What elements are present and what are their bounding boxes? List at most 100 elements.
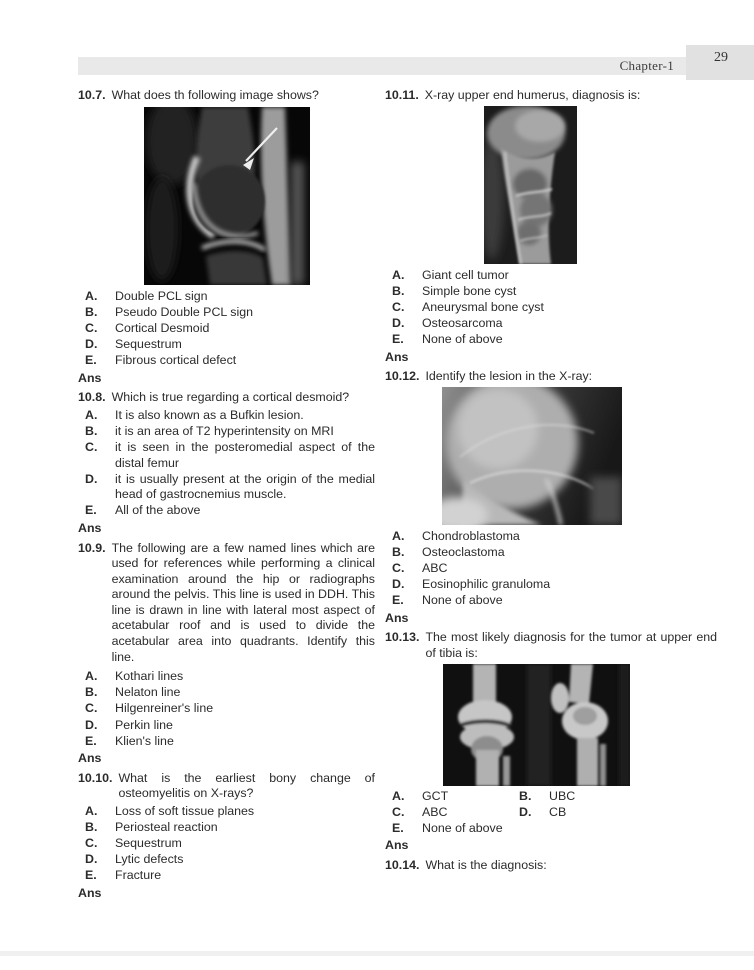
option-letter: B.: [85, 304, 98, 319]
option-letter: C.: [392, 560, 405, 575]
question-text: Which is true regarding a cortical desmo…: [111, 390, 350, 405]
option-row: A. Chondroblastoma: [385, 529, 717, 545]
option-row: C. Hilgenreiner's line: [78, 701, 375, 717]
question-text: The following are a few named lines whic…: [111, 540, 375, 664]
shoulder-xray-image: [442, 386, 622, 525]
option-row: A. Giant cell tumor: [385, 268, 717, 284]
option-text: None of above: [422, 331, 503, 346]
option-letter: B.: [85, 820, 98, 835]
option-grid: A. GCT B. UBC C. ABC D. CB: [385, 789, 717, 837]
option-text: Fibrous cortical defect: [115, 352, 237, 367]
option-row: B. Simple bone cyst: [385, 284, 717, 300]
option-text: Nelaton line: [115, 685, 181, 700]
option-text: Pseudo Double PCL sign: [115, 304, 253, 319]
question-text: Identify the lesion in the X-ray:: [425, 369, 593, 384]
option-letter: D.: [392, 315, 405, 330]
option-letter: C.: [85, 320, 98, 335]
option-row: C. it is seen in the posteromedial aspec…: [78, 440, 375, 471]
column-left: 10.7. What does th following image shows…: [78, 88, 375, 906]
option-text: ABC: [422, 560, 448, 575]
question-heading: 10.9. The following are a few named line…: [78, 541, 375, 666]
question-heading: 10.8. Which is true regarding a cortical…: [78, 390, 375, 406]
option-row: E. Klien's line: [78, 734, 375, 750]
option-letter: A.: [85, 804, 98, 818]
option-row: B. Periosteal reaction: [78, 820, 375, 836]
question-heading: 10.14. What is the diagnosis:: [385, 858, 717, 874]
question-heading: 10.11. X-ray upper end humerus, diagnosi…: [385, 88, 717, 104]
option-letter: E.: [85, 352, 97, 367]
question-number: 10.9.: [78, 540, 106, 555]
question-text: What does th following image shows?: [111, 88, 319, 102]
option-letter: D.: [85, 471, 98, 486]
question-text: What is the diagnosis:: [425, 857, 547, 872]
option-row: E. Fracture: [78, 868, 375, 884]
option-text: Hilgenreiner's line: [115, 701, 214, 716]
option-text: Chondroblastoma: [422, 528, 520, 543]
question-number: 10.14.: [385, 857, 420, 872]
question-number: 10.12.: [385, 369, 420, 384]
question-10-11: 10.11. X-ray upper end humerus, diagnosi…: [385, 88, 717, 365]
ans-label: Ans: [78, 370, 102, 385]
question-text: The most likely diagnosis for the tumor …: [425, 630, 717, 660]
option-text: Sequestrum: [115, 336, 182, 351]
option-letter: C.: [85, 836, 98, 851]
question-number: 10.11.: [385, 88, 419, 102]
ans-label: Ans: [78, 885, 102, 900]
ans-label: Ans: [385, 610, 409, 625]
option-row: D. it is usually present at the origin o…: [78, 472, 375, 503]
option-letter: C.: [392, 804, 405, 819]
option-text: Perkin line: [115, 717, 173, 732]
option-text: UBC: [549, 788, 576, 803]
option-letter: E.: [85, 503, 97, 518]
option-row: B. it is an area of T2 hyperintensity on…: [78, 424, 375, 440]
option-text: Loss of soft tissue planes: [115, 804, 255, 818]
option-letter: A.: [392, 528, 405, 543]
ans-label: Ans: [78, 751, 102, 766]
option-letter: A.: [392, 267, 405, 282]
option-row: E. Fibrous cortical defect: [78, 353, 375, 369]
option-row: A. Kothari lines: [78, 669, 375, 685]
option-text: Kothari lines: [115, 669, 184, 684]
question-text: X-ray upper end humerus, diagnosis is:: [424, 88, 641, 102]
option-letter: D.: [519, 804, 532, 819]
knee-xray-figure: [443, 663, 630, 786]
option-text: GCT: [422, 788, 449, 803]
option-row: E. All of the above: [78, 503, 375, 519]
option-text: Klien's line: [115, 733, 174, 748]
footer-rule: [0, 951, 754, 956]
option-letter: E.: [392, 593, 404, 608]
column-right: 10.11. X-ray upper end humerus, diagnosi…: [385, 88, 717, 876]
option-text: ABC: [422, 804, 448, 819]
option-row: C. Aneurysmal bone cyst: [385, 300, 717, 316]
option-text: Double PCL sign: [115, 288, 208, 303]
question-number: 10.7.: [78, 88, 106, 102]
option-text: it is usually present at the origin of t…: [115, 471, 375, 502]
option-text: Cortical Desmoid: [115, 320, 210, 335]
option-letter: E.: [85, 868, 97, 883]
question-heading: 10.10. What is the earliest bony change …: [78, 771, 375, 802]
chapter-label: Chapter-1: [619, 58, 674, 73]
option-row: E. None of above: [385, 332, 717, 348]
option-row: C. ABC: [385, 561, 717, 577]
ans-label: Ans: [385, 838, 409, 853]
option-letter: B.: [392, 544, 405, 559]
option-letter: C.: [85, 701, 98, 716]
ans-label: Ans: [78, 520, 102, 535]
option-row: C. Sequestrum: [78, 836, 375, 852]
option-letter: C.: [85, 439, 98, 454]
option-row: E. None of above: [385, 593, 717, 609]
question-number: 10.8.: [78, 390, 106, 405]
option-text: It is also known as a Bufkin lesion.: [115, 407, 304, 422]
option-letter: B.: [392, 283, 405, 298]
option-text: Periosteal reaction: [115, 820, 218, 835]
option-row: C. Cortical Desmoid: [78, 321, 375, 337]
option-row: B. Osteoclastoma: [385, 545, 717, 561]
question-heading: 10.7. What does th following image shows…: [78, 88, 375, 104]
option-text: Eosinophilic granuloma: [422, 577, 551, 592]
option-text: CB: [549, 804, 567, 819]
option-text: All of the above: [115, 503, 201, 518]
option-letter: D.: [85, 852, 98, 867]
ans-label: Ans: [385, 349, 409, 364]
question-10-7: 10.7. What does th following image shows…: [78, 88, 375, 386]
